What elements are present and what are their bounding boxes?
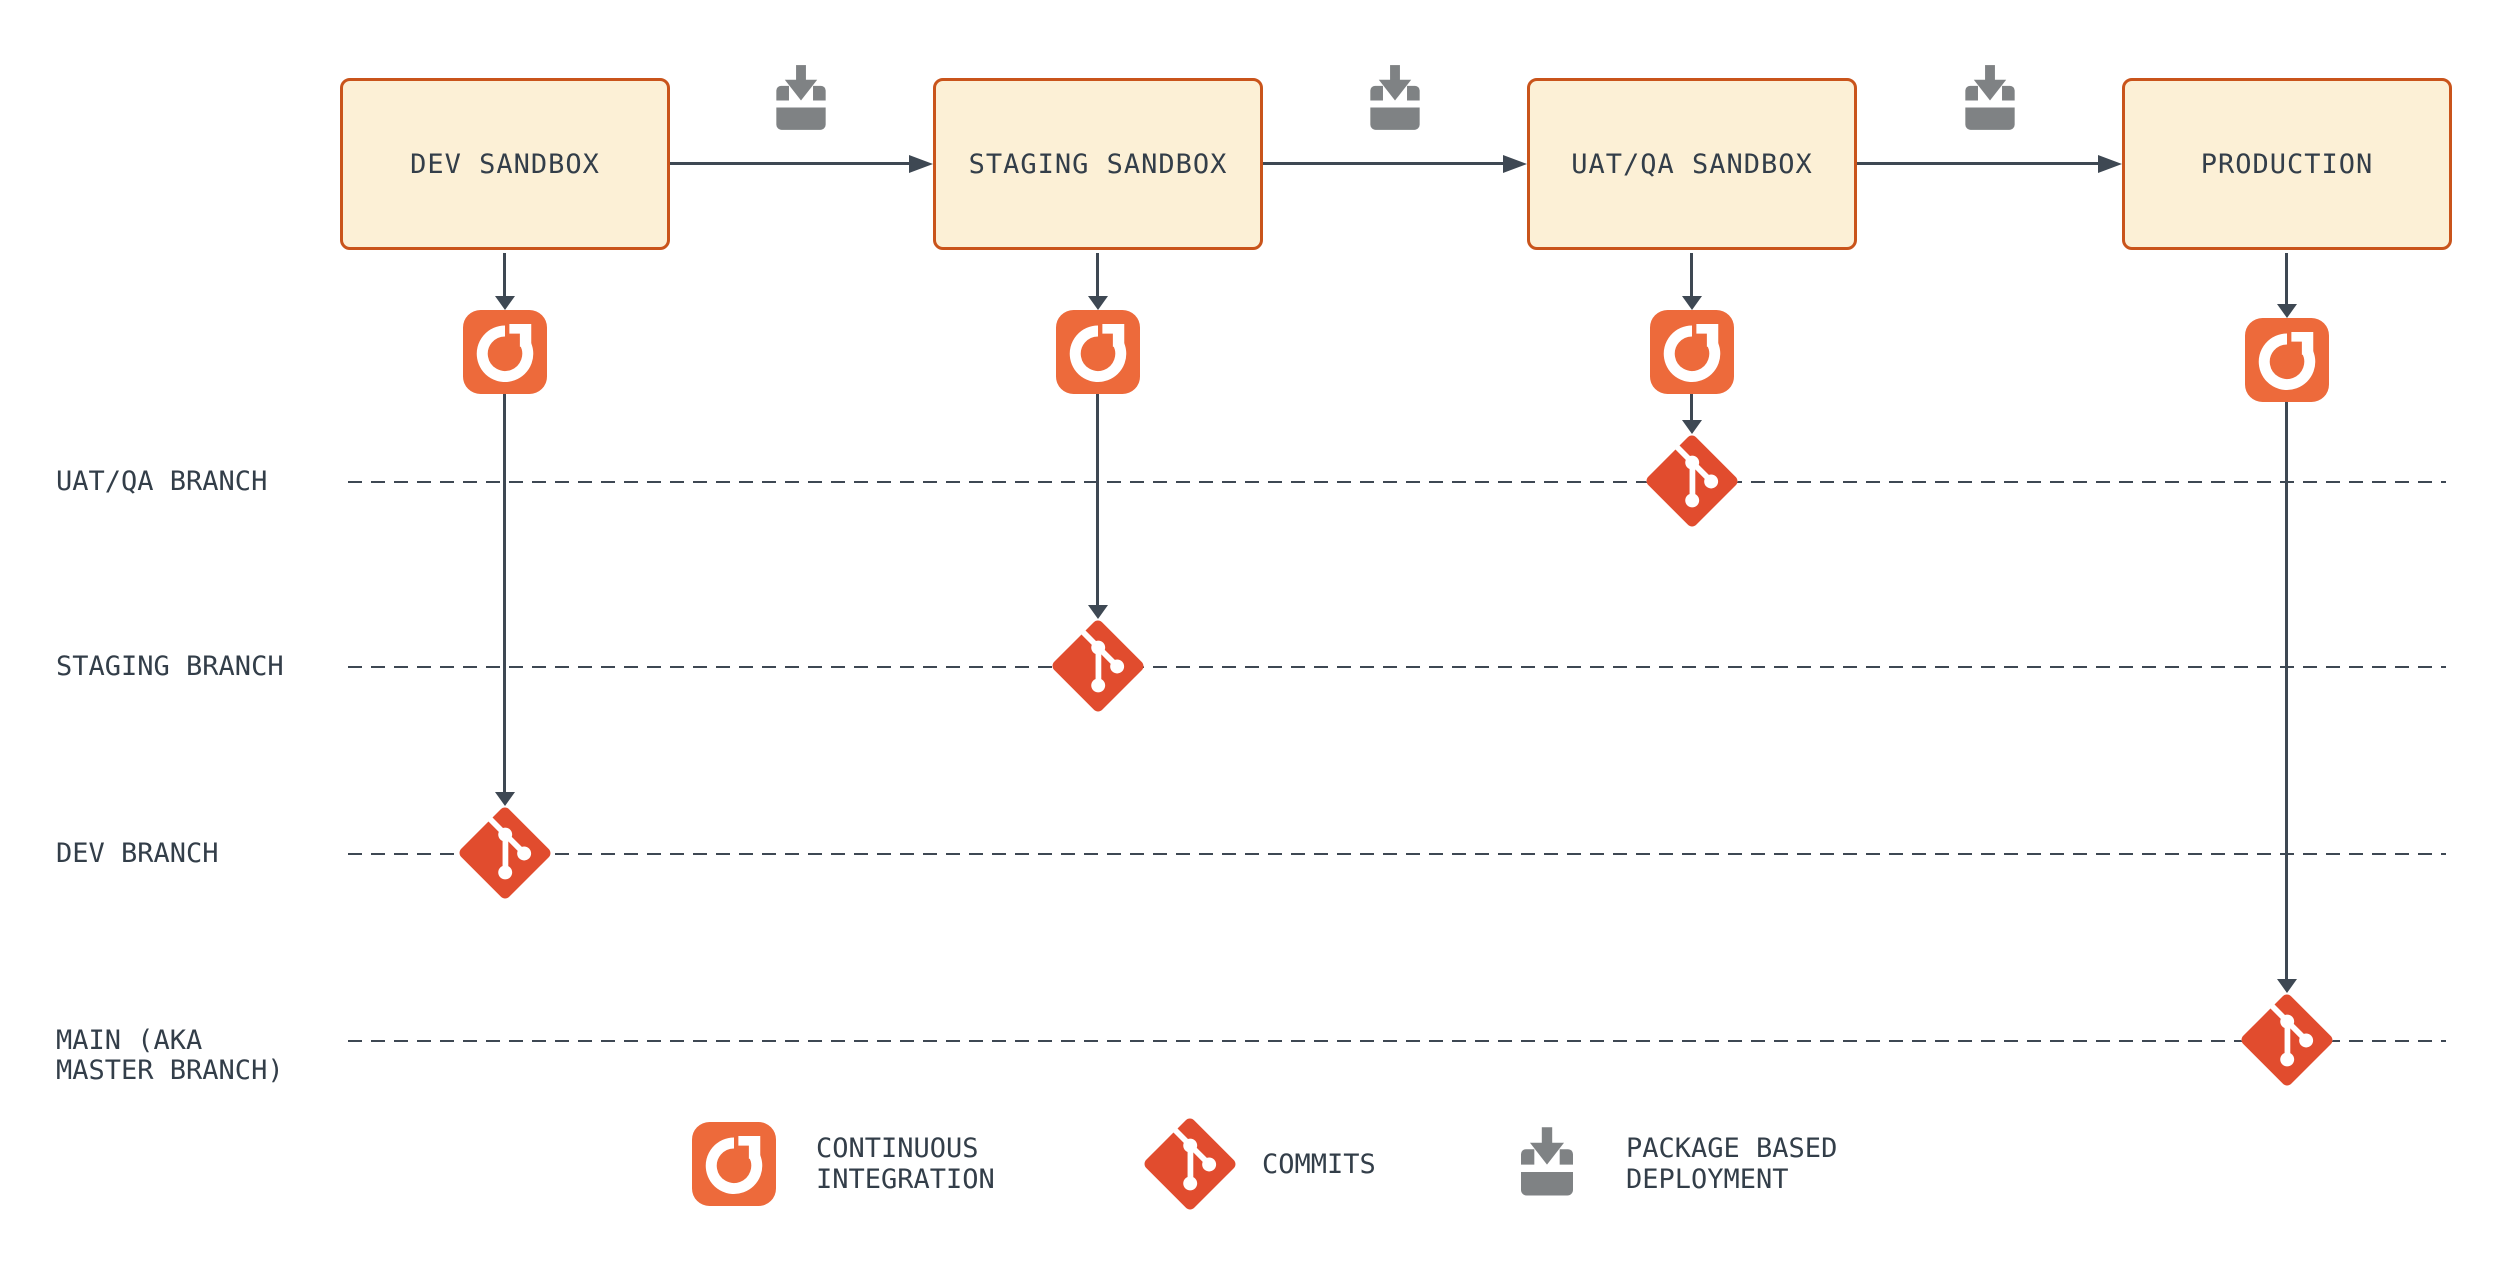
dev-ci-to-commit-line bbox=[503, 394, 506, 794]
continuous-integration-icon-dev bbox=[463, 310, 547, 394]
staging-to-uat-arrowhead bbox=[1503, 155, 1527, 173]
branch-label-main: MAIN (AKA MASTER BRANCH) bbox=[56, 1025, 284, 1086]
continuous-integration-icon-production bbox=[2245, 318, 2329, 402]
git-commit-icon-staging-branch bbox=[1050, 618, 1146, 714]
continuous-integration-icon-uat bbox=[1650, 310, 1734, 394]
git-commit-icon-uat-branch bbox=[1644, 433, 1740, 529]
dev-branch-line bbox=[348, 853, 2446, 855]
dev-to-staging-line bbox=[670, 162, 911, 165]
uat-box-to-ci-line bbox=[1690, 253, 1693, 298]
legend-continuous-integration-label: CONTINUOUS INTEGRATION bbox=[816, 1133, 995, 1195]
staging-branch-line bbox=[348, 666, 2446, 668]
staging-sandbox-label: STAGING SANDBOX bbox=[968, 148, 1228, 180]
dev-sandbox-box: DEV SANDBOX bbox=[340, 78, 670, 250]
legend-continuous-integration-icon bbox=[692, 1122, 776, 1206]
dev-ci-to-commit-arrowhead bbox=[495, 792, 515, 806]
production-box-to-ci-arrowhead bbox=[2277, 304, 2297, 318]
uat-qa-sandbox-label: UAT/QA SANDBOX bbox=[1571, 148, 1813, 180]
legend-git-commit-icon bbox=[1142, 1116, 1238, 1212]
dev-sandbox-label: DEV SANDBOX bbox=[410, 148, 600, 180]
package-deployment-icon-1 bbox=[764, 58, 838, 140]
uat-qa-branch-line bbox=[348, 481, 2446, 483]
staging-ci-to-commit-line bbox=[1096, 394, 1099, 607]
legend-package-deployment-label: PACKAGE BASED DEPLOYMENT bbox=[1626, 1133, 1838, 1195]
uat-ci-to-commit-arrowhead bbox=[1682, 420, 1702, 434]
staging-ci-to-commit-arrowhead bbox=[1088, 605, 1108, 619]
git-commit-icon-dev-branch bbox=[457, 805, 553, 901]
uat-qa-sandbox-box: UAT/QA SANDBOX bbox=[1527, 78, 1857, 250]
uat-box-to-ci-arrowhead bbox=[1682, 296, 1702, 310]
continuous-integration-icon-staging bbox=[1056, 310, 1140, 394]
production-label: PRODUCTION bbox=[2200, 148, 2374, 180]
branch-label-uat-qa: UAT/QA BRANCH bbox=[56, 466, 268, 497]
production-ci-to-commit-line bbox=[2285, 402, 2288, 981]
dev-box-to-ci-arrowhead bbox=[495, 296, 515, 310]
dev-box-to-ci-line bbox=[503, 253, 506, 298]
staging-box-to-ci-line bbox=[1096, 253, 1099, 298]
legend-commits-label: COMMITS bbox=[1262, 1149, 1376, 1180]
legend-package-deployment-icon bbox=[1508, 1121, 1586, 1205]
branch-label-dev: DEV BRANCH bbox=[56, 838, 219, 869]
uat-to-production-arrowhead bbox=[2098, 155, 2122, 173]
staging-to-uat-line bbox=[1263, 162, 1505, 165]
staging-sandbox-box: STAGING SANDBOX bbox=[933, 78, 1263, 250]
git-commit-icon-main-branch bbox=[2239, 992, 2335, 1088]
staging-box-to-ci-arrowhead bbox=[1088, 296, 1108, 310]
production-box-to-ci-line bbox=[2285, 253, 2288, 306]
package-deployment-icon-3 bbox=[1953, 58, 2027, 140]
package-deployment-icon-2 bbox=[1358, 58, 1432, 140]
dev-to-staging-arrowhead bbox=[909, 155, 933, 173]
main-branch-line bbox=[348, 1040, 2446, 1042]
production-ci-to-commit-arrowhead bbox=[2277, 979, 2297, 993]
uat-to-production-line bbox=[1857, 162, 2100, 165]
branch-label-staging: STAGING BRANCH bbox=[56, 651, 284, 682]
uat-ci-to-commit-line bbox=[1690, 394, 1693, 422]
production-box: PRODUCTION bbox=[2122, 78, 2452, 250]
